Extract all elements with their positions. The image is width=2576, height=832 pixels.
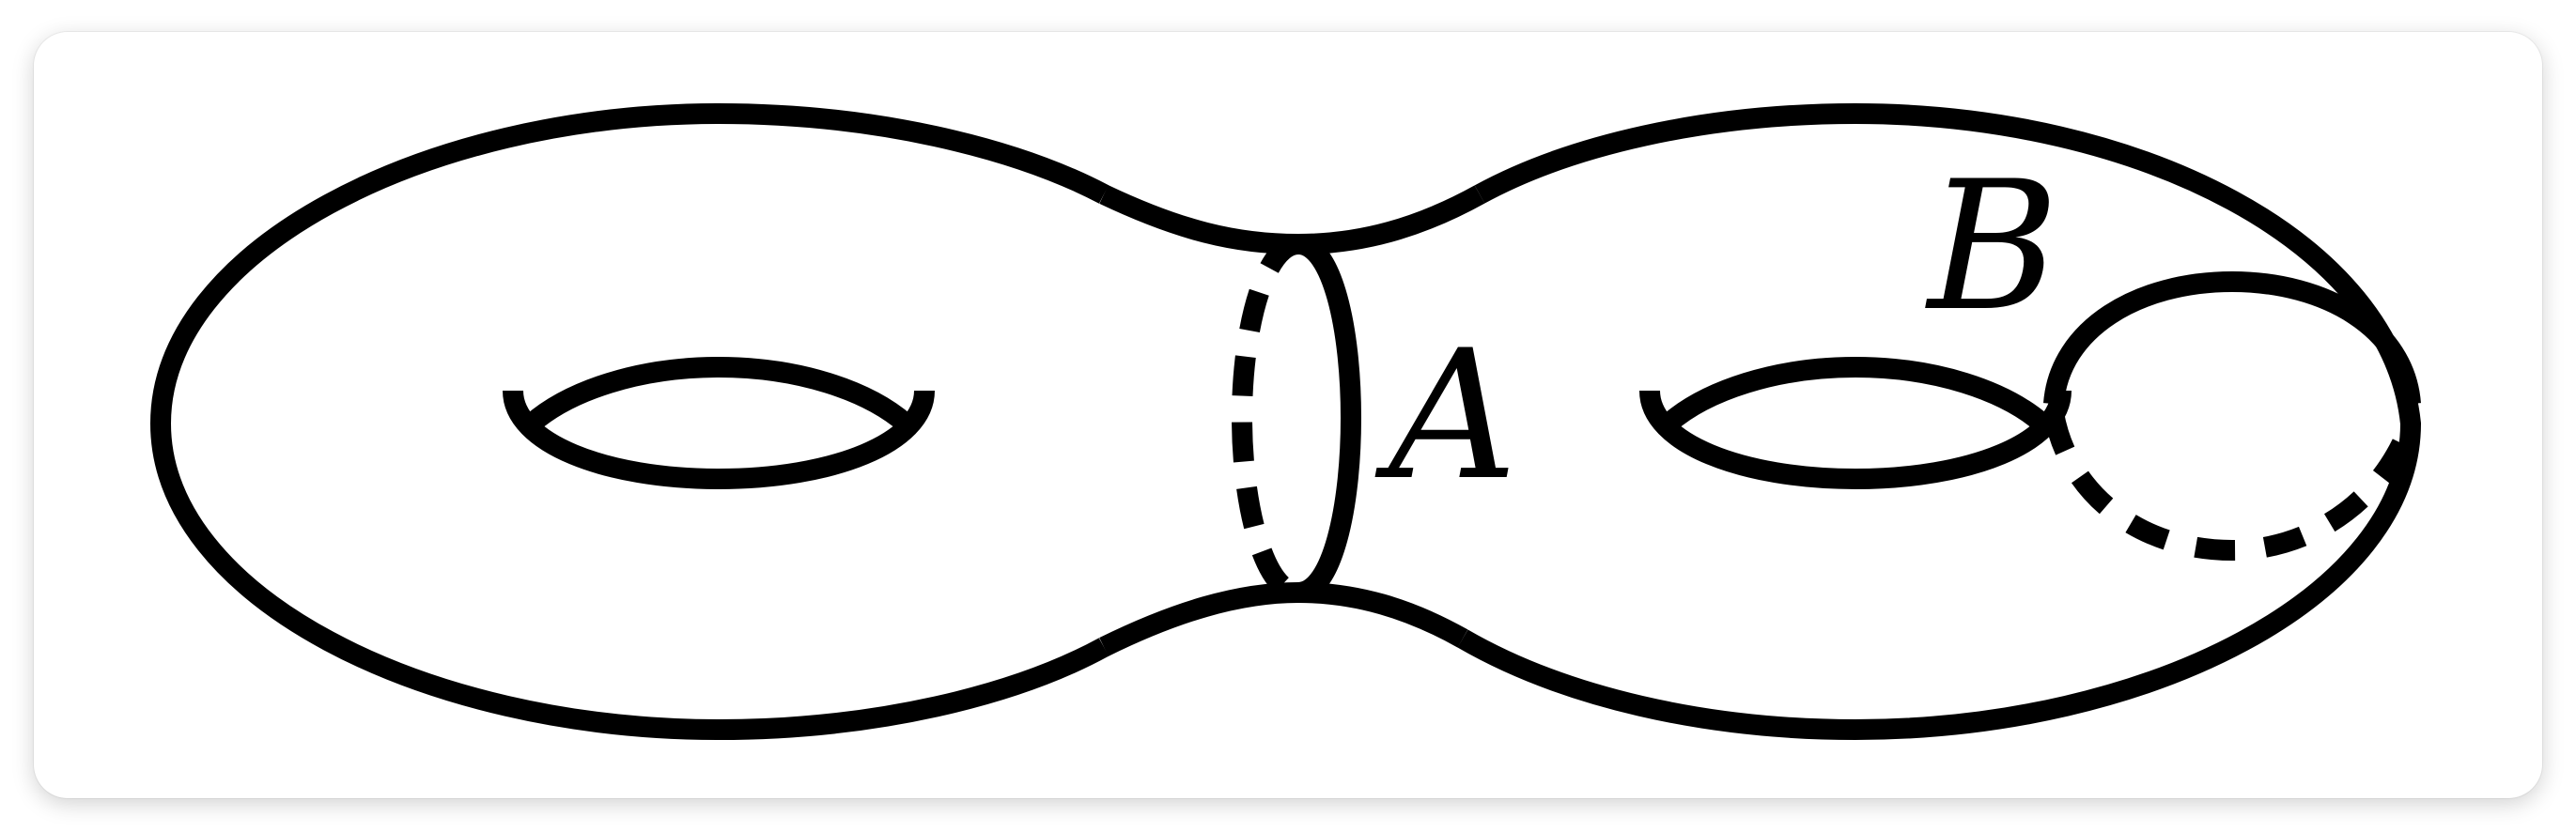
left-hole-upper-arc bbox=[524, 357, 913, 432]
curve-a-back-dashed bbox=[1232, 234, 1300, 603]
surface-outline-lower-neck bbox=[1099, 582, 1468, 656]
surface-outline-right-lobe bbox=[1457, 103, 2421, 740]
surface-outline-left-lobe bbox=[150, 103, 1110, 740]
curve-a-label: A bbox=[1374, 312, 1517, 519]
right-hole-lower-arc bbox=[1639, 390, 2072, 489]
right-hole-upper-arc bbox=[1661, 357, 2050, 432]
curve-b-front bbox=[2043, 271, 2421, 406]
curve-a-front bbox=[1296, 234, 1361, 603]
surface-outline-upper-neck-left bbox=[1099, 185, 1299, 254]
left-hole-lower-arc bbox=[503, 390, 935, 489]
surface-outline-upper-neck-right bbox=[1297, 185, 1485, 254]
curve-b-label: B bbox=[1925, 143, 2059, 350]
curve-b-back-dashed bbox=[2043, 410, 2421, 561]
